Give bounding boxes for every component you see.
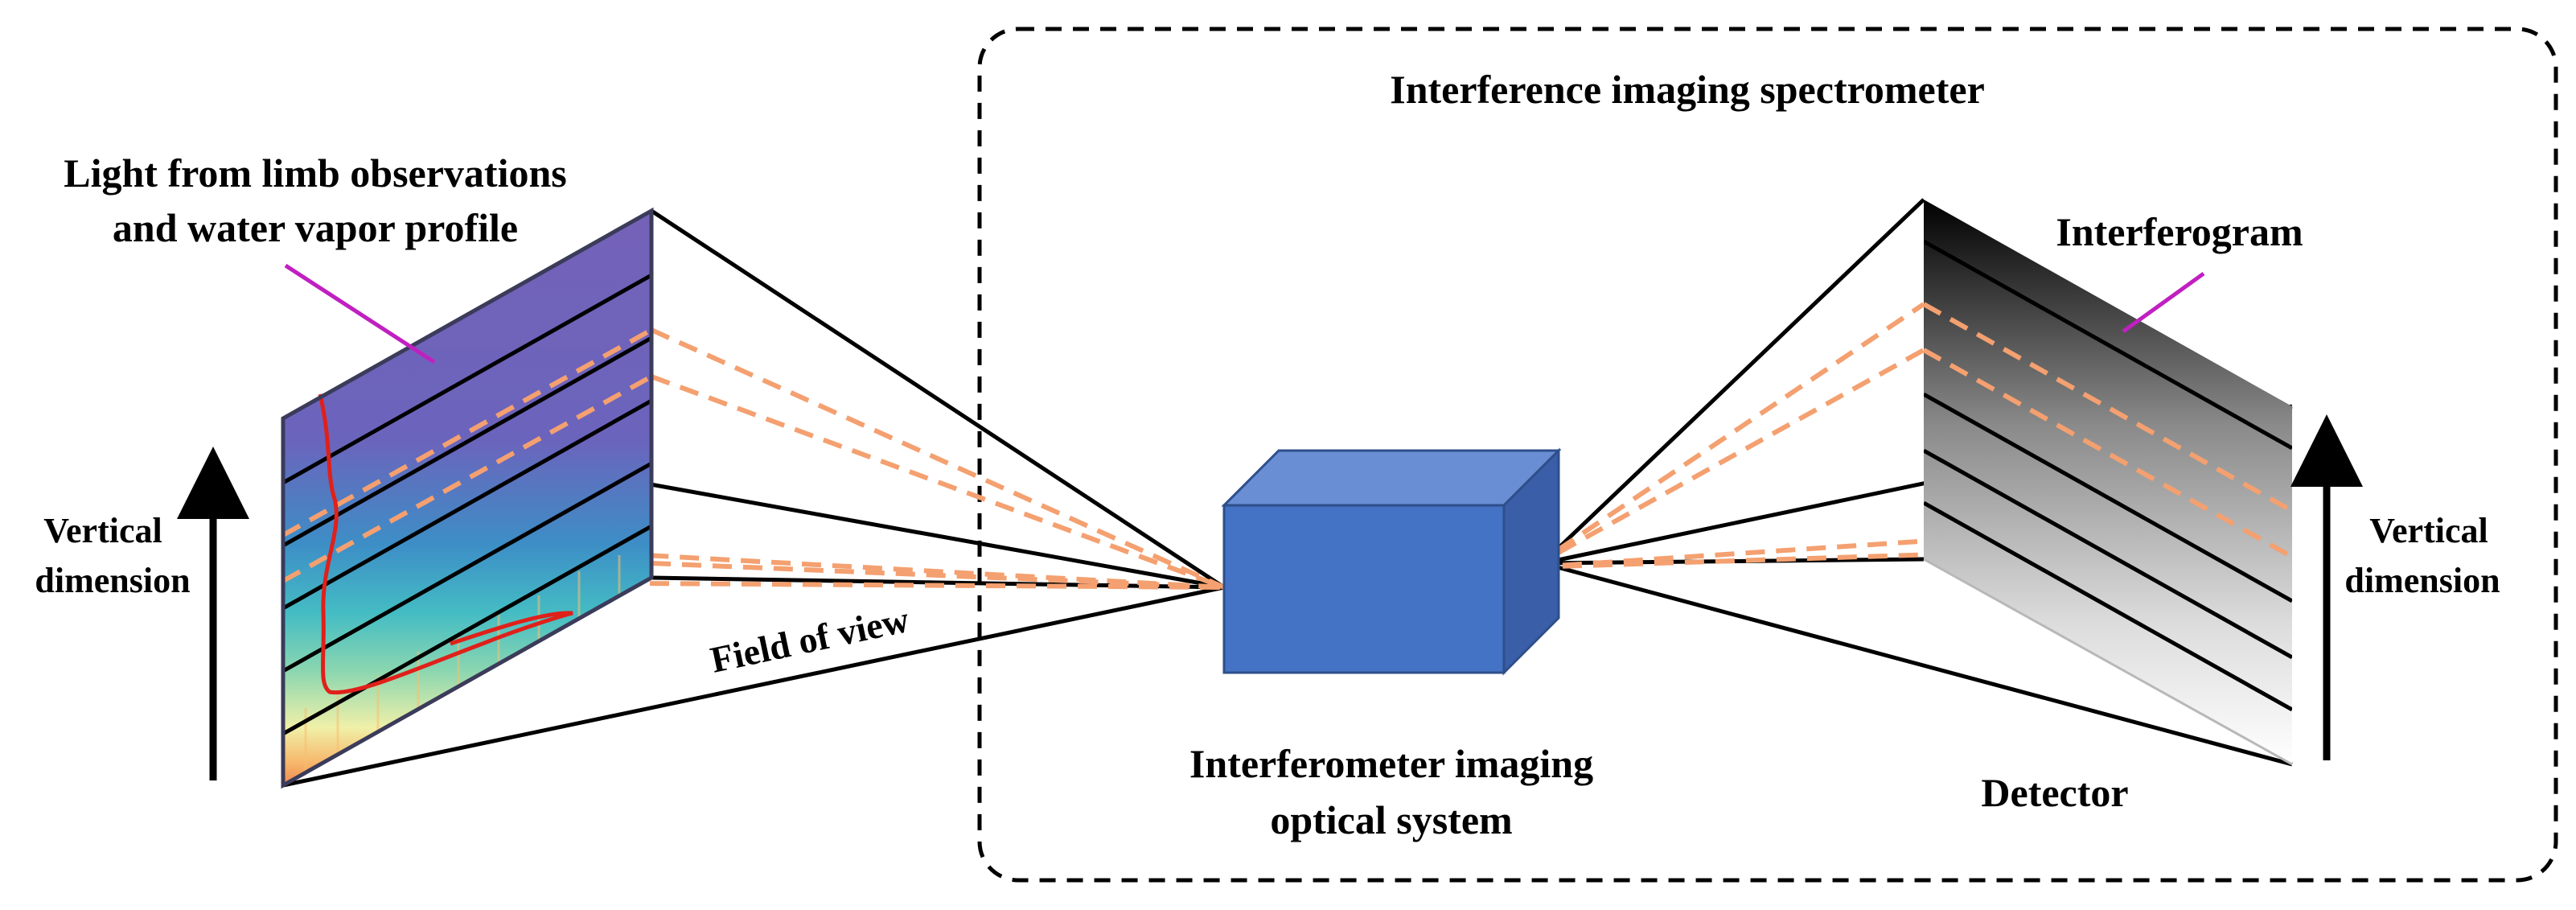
water-vapor-profile-curve xyxy=(318,393,573,695)
detector-panel xyxy=(1923,200,2293,766)
det-dashed-ray-1 xyxy=(1530,302,1925,570)
det-ray-top xyxy=(1541,198,1925,565)
vertical-left-label-line1: Vertical xyxy=(43,511,162,550)
box-front-face xyxy=(1222,504,1506,674)
source-label-line1: Light from limb observations xyxy=(64,150,567,196)
optics-label-line2: optical system xyxy=(1270,797,1512,842)
interferogram-label: Interferogram xyxy=(2056,209,2303,254)
source-label-line2: and water vapor profile xyxy=(113,205,518,250)
ray-bottom-edge xyxy=(282,585,1225,788)
scene-lines xyxy=(283,273,651,736)
detector-lines xyxy=(1924,239,2292,712)
det-dashed-ray-4 xyxy=(1531,541,2293,570)
ray-top-edge xyxy=(650,208,1226,590)
optics-label-line1: Interferometer imaging xyxy=(1189,741,1593,786)
optical-system-box xyxy=(1221,447,1562,676)
detector-dashed-lines xyxy=(1924,302,2292,559)
det-ray-bottom xyxy=(1542,561,2293,767)
dashed-ray-3 xyxy=(651,561,1225,590)
detector-label: Detector xyxy=(1981,770,2128,815)
detector-bottom-edge xyxy=(1923,558,2293,766)
scene-dashed-lines xyxy=(283,327,651,583)
dashed-ray-2 xyxy=(650,374,1226,590)
interferogram-leader-line xyxy=(2122,271,2205,334)
vertical-right-label-line2: dimension xyxy=(2344,561,2500,600)
vertical-left-label-line2: dimension xyxy=(35,561,190,600)
dashed-ray-1 xyxy=(650,327,1226,590)
scene-panel-border xyxy=(281,207,654,789)
detector-rays-dashed xyxy=(1530,302,2293,570)
detector-panel-fill xyxy=(1924,200,2292,764)
det-dashed-ray-2 xyxy=(1530,348,1925,570)
source-leader-line xyxy=(284,263,436,364)
scene-panel-fill xyxy=(283,211,651,785)
spectrometer-boundary xyxy=(977,27,2558,883)
field-of-view-label: Field of view xyxy=(707,599,913,681)
spectrometer-title: Interference imaging spectrometer xyxy=(1390,67,1985,112)
box-top-face xyxy=(1221,449,1562,507)
det-dashed-ray-3 xyxy=(1531,514,2293,570)
vertical-right-label-line1: Vertical xyxy=(2369,511,2488,550)
